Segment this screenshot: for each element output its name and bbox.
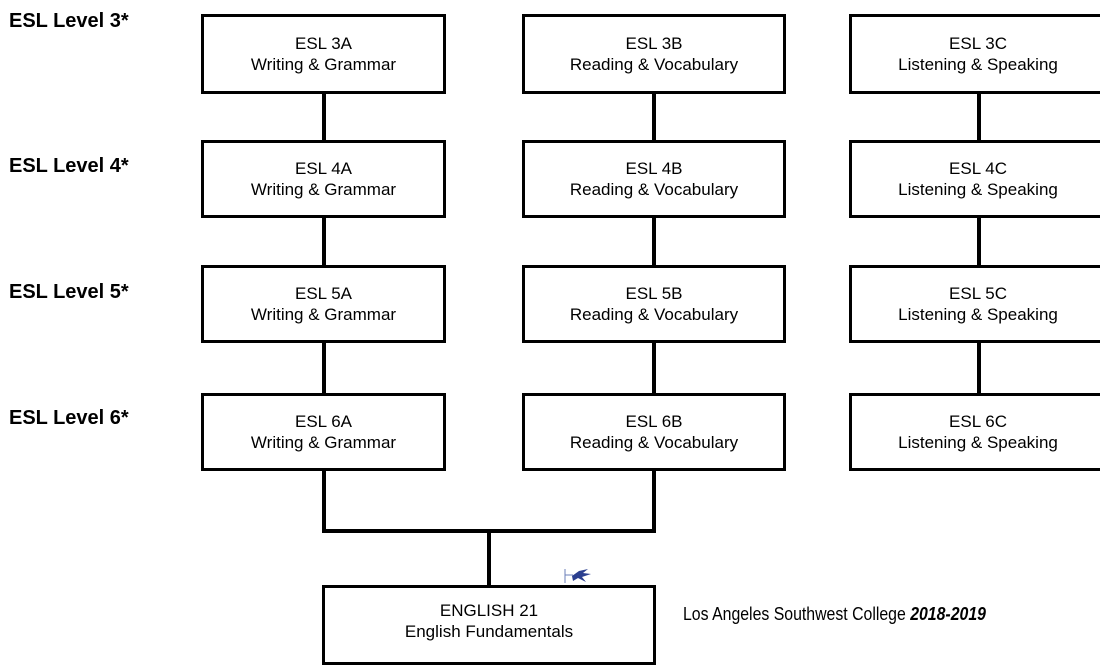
course-box-esl-5b: ESL 5B Reading & Vocabulary xyxy=(522,265,786,343)
course-title: English Fundamentals xyxy=(404,622,574,641)
course-box-esl-5a: ESL 5A Writing & Grammar xyxy=(201,265,446,343)
course-box-esl-3c: ESL 3C Listening & Speaking xyxy=(849,14,1100,94)
course-title: Writing & Grammar xyxy=(250,433,397,452)
course-code: ESL 6A xyxy=(294,412,353,431)
course-box-esl-6a: ESL 6A Writing & Grammar xyxy=(201,393,446,471)
level-label-5: ESL Level 5* xyxy=(9,281,129,303)
course-title: Reading & Vocabulary xyxy=(569,180,739,199)
course-box-esl-3b: ESL 3B Reading & Vocabulary xyxy=(522,14,786,94)
course-code: ESL 3B xyxy=(625,34,683,53)
course-code: ENGLISH 21 xyxy=(439,601,539,620)
course-title: Listening & Speaking xyxy=(898,433,1058,452)
course-box-english-21: ENGLISH 21 English Fundamentals xyxy=(322,585,656,665)
course-code: ESL 6B xyxy=(625,412,683,431)
course-box-esl-4a: ESL 4A Writing & Grammar xyxy=(201,140,446,218)
course-code: ESL 5B xyxy=(625,284,683,303)
course-box-esl-3a: ESL 3A Writing & Grammar xyxy=(201,14,446,94)
course-title: Listening & Speaking xyxy=(898,305,1058,324)
bird-logo-icon xyxy=(564,569,591,583)
course-box-esl-4b: ESL 4B Reading & Vocabulary xyxy=(522,140,786,218)
course-code: ESL 6C xyxy=(949,412,1007,431)
course-title: Listening & Speaking xyxy=(898,55,1058,74)
college-footer: Los Angeles Southwest College 2018-2019 xyxy=(683,603,986,625)
course-title: Writing & Grammar xyxy=(250,305,397,324)
level-label-6: ESL Level 6* xyxy=(9,407,129,429)
level-label-4: ESL Level 4* xyxy=(9,155,129,177)
course-box-esl-6b: ESL 6B Reading & Vocabulary xyxy=(522,393,786,471)
course-code: ESL 3A xyxy=(294,34,353,53)
course-title: Listening & Speaking xyxy=(898,180,1058,199)
course-title: Reading & Vocabulary xyxy=(569,55,739,74)
course-title: Reading & Vocabulary xyxy=(569,305,739,324)
course-code: ESL 4B xyxy=(625,159,683,178)
course-code: ESL 3C xyxy=(949,34,1007,53)
course-box-esl-4c: ESL 4C Listening & Speaking xyxy=(849,140,1100,218)
course-code: ESL 4A xyxy=(294,159,353,178)
academic-year: 2018-2019 xyxy=(910,604,986,624)
course-title: Reading & Vocabulary xyxy=(569,433,739,452)
course-title: Writing & Grammar xyxy=(250,180,397,199)
course-code: ESL 4C xyxy=(949,159,1007,178)
course-code: ESL 5C xyxy=(949,284,1007,303)
connector-6a-6b-merge xyxy=(322,467,656,533)
course-box-esl-6c: ESL 6C Listening & Speaking xyxy=(849,393,1100,471)
college-name: Los Angeles Southwest College xyxy=(683,604,911,624)
course-title: Writing & Grammar xyxy=(250,55,397,74)
course-code: ESL 5A xyxy=(294,284,353,303)
course-box-esl-5c: ESL 5C Listening & Speaking xyxy=(849,265,1100,343)
level-label-3: ESL Level 3* xyxy=(9,10,129,32)
